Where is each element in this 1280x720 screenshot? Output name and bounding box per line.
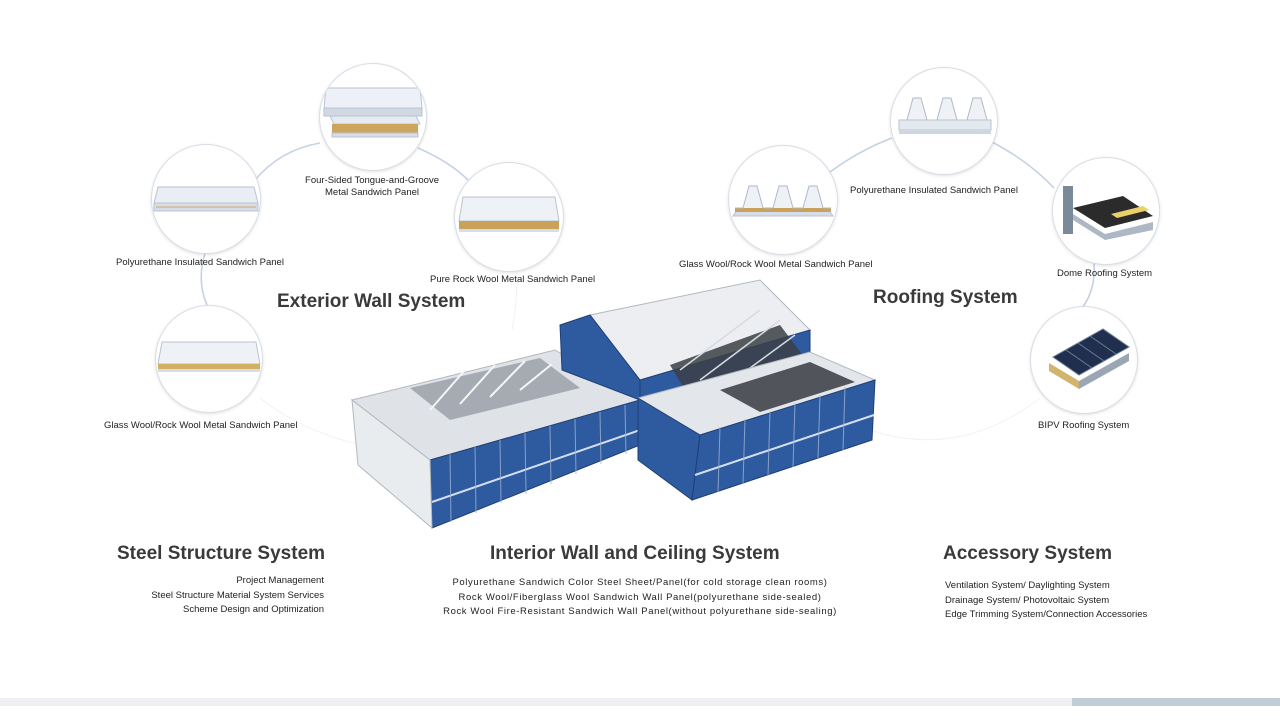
label-glass-wool-roof: Glass Wool/Rock Wool Metal Sandwich Pane… <box>679 259 873 270</box>
heading-interior-wall: Interior Wall and Ceiling System <box>490 543 780 564</box>
rock-wool-panel-icon <box>458 196 560 232</box>
label-tongue-groove-line2: Metal Sandwich Panel <box>325 187 419 198</box>
heading-exterior-wall: Exterior Wall System <box>277 291 466 312</box>
heading-roofing: Roofing System <box>873 287 1018 308</box>
label-rock-wool-wall: Pure Rock Wool Metal Sandwich Panel <box>430 274 596 285</box>
panel-thumb-dome-roof <box>1052 157 1160 265</box>
panel-thumb-bipv-roof <box>1030 306 1138 414</box>
list-item: Scheme Design and Optimization <box>183 604 324 615</box>
bottom-bar-accent <box>1072 698 1280 706</box>
list-item: Edge Trimming System/Connection Accessor… <box>945 609 1148 620</box>
glass-wool-panel-icon <box>157 341 261 372</box>
panel-thumb-tongue-groove <box>319 63 427 171</box>
bottom-bar <box>0 698 1280 706</box>
label-polyurethane-wall: Polyurethane Insulated Sandwich Panel <box>116 257 284 268</box>
label-tongue-groove-line1: Four-Sided Tongue-and-Groove <box>305 175 439 186</box>
list-item: Steel Structure Material System Services <box>151 589 324 601</box>
label-tongue-groove: Four-Sided Tongue-and-Groove Metal Sandw… <box>282 175 462 199</box>
list-item: Rock Wool Fire-Resistant Sandwich Wall P… <box>443 606 837 617</box>
list-item: Project Management <box>236 575 324 586</box>
panel-thumb-polyurethane-wall <box>151 144 261 254</box>
label-glass-wool-wall: Glass Wool/Rock Wool Metal Sandwich Pane… <box>104 420 298 431</box>
panel-thumb-rock-wool-wall <box>454 162 564 272</box>
heading-steel-structure: Steel Structure System <box>117 543 326 564</box>
panel-thumb-polyurethane-roof <box>890 67 998 175</box>
tongue-groove-panel-icon <box>323 87 423 138</box>
list-item: Polyurethane Sandwich Color Steel Sheet/… <box>452 577 828 588</box>
solar-panel-icon <box>1049 328 1130 389</box>
trapezoidal-roof-panel-icon <box>732 185 834 217</box>
sandwich-panel-icon <box>153 186 259 212</box>
list-item: Drainage System/ Photovoltaic System <box>945 594 1110 606</box>
label-bipv-roof: BIPV Roofing System <box>1038 420 1130 431</box>
interior-wall-list: Polyurethane Sandwich Color Steel Sheet/… <box>390 576 890 620</box>
label-dome-roof: Dome Roofing System <box>1057 268 1153 279</box>
steel-structure-list: Project Management Steel Structure Mater… <box>124 574 324 618</box>
roof-panel-icon <box>898 97 992 134</box>
accessory-list: Ventilation System/ Daylighting System D… <box>945 579 1185 623</box>
dome-roof-icon <box>1063 186 1153 240</box>
panel-thumb-glass-wool-roof <box>728 145 838 255</box>
building-illustration <box>350 279 877 530</box>
heading-accessory: Accessory System <box>943 543 1112 564</box>
label-polyurethane-roof: Polyurethane Insulated Sandwich Panel <box>850 185 1018 196</box>
list-item: Rock Wool/Fiberglass Wool Sandwich Wall … <box>458 591 822 603</box>
list-item: Ventilation System/ Daylighting System <box>945 580 1110 591</box>
panel-thumb-glass-wool-wall <box>155 305 263 413</box>
